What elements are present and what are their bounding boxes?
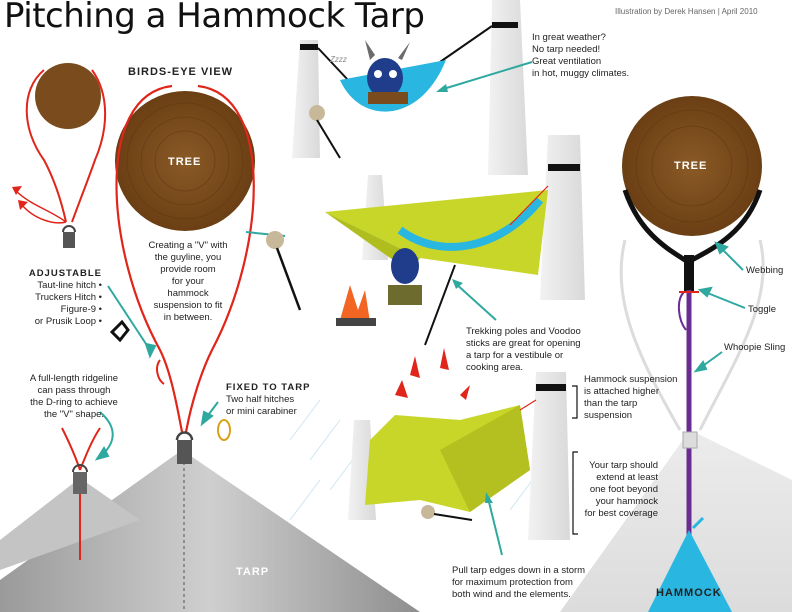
storm-note: Pull tarp edges down in a storm for maxi… <box>452 565 612 601</box>
suspension-line: suspension <box>584 410 633 421</box>
big-tree-top-view <box>115 84 255 433</box>
trekking-line: sticks are great for opening <box>466 338 581 349</box>
ridgeline-line: the D-ring to achieve <box>30 397 118 408</box>
ridgeline-detail <box>0 427 140 570</box>
v-note-line: the guyline, you <box>154 252 222 263</box>
adjustable-item: Taut-line hitch • <box>37 280 102 291</box>
adjustable-item: or Prusik Loop • <box>34 316 102 327</box>
illustration-credit: Illustration by Derek Hansen | April 201… <box>615 7 758 16</box>
v-note-line: suspension to fit <box>153 300 223 311</box>
adjustable-heading: ADJUSTABLE <box>28 268 102 279</box>
scene-storm <box>289 348 570 556</box>
v-note-line: for your <box>171 276 205 287</box>
v-note-line: provide room <box>160 264 216 275</box>
ridgeline-line: A full-length ridgeline <box>29 373 119 384</box>
weather-line: in hot, muggy climates. <box>532 68 630 79</box>
adjustable-item: Truckers Hitch • <box>35 292 102 303</box>
buckle-icon <box>109 319 130 343</box>
carabiner-icon <box>217 419 231 441</box>
storm-line: for maximum protection from <box>452 577 573 588</box>
webbing-label: Webbing <box>746 265 784 276</box>
fixed-to-tarp-note: FIXED TO TARP Two half hitches or mini c… <box>226 382 336 418</box>
extend-line: extend at least <box>596 472 658 483</box>
birds-eye-heading: BIRDS-EYE VIEW <box>128 66 234 78</box>
tree-label-side: TREE <box>674 160 708 172</box>
extend-line: one foot beyond <box>589 484 658 495</box>
scene-vestibule <box>266 135 585 346</box>
great-weather-note: In great weather? No tarp needed! Great … <box>532 32 652 80</box>
suspension-line: Hammock suspension <box>584 374 678 385</box>
adjustable-note: ADJUSTABLE Taut-line hitch • Truckers Hi… <box>4 268 102 328</box>
v-note-line: in between. <box>163 312 213 323</box>
v-note-line: Creating a "V" with <box>148 240 228 251</box>
fixed-item: or mini carabiner <box>226 406 297 417</box>
suspension-line: is attached higher <box>584 386 659 397</box>
weather-line: Great ventilation <box>532 56 602 67</box>
tarp-top-view <box>0 431 420 612</box>
hammock-label: HAMMOCK <box>656 587 722 599</box>
trekking-line: cooking area. <box>466 362 524 373</box>
scene-no-tarp <box>292 0 533 175</box>
fixed-heading: FIXED TO TARP <box>226 382 311 393</box>
tree-label-top: TREE <box>168 156 202 168</box>
extend-line: for best coverage <box>584 508 658 519</box>
toggle-label: Toggle <box>748 304 776 315</box>
extend-line: your hammock <box>595 496 658 507</box>
extend-line: Your tarp should <box>589 460 658 471</box>
tarp-label: TARP <box>236 566 270 578</box>
storm-line: Pull tarp edges down in a storm <box>452 565 586 576</box>
storm-line: both wind and the elements. <box>452 589 571 600</box>
small-tree-top-view <box>12 63 107 248</box>
ridgeline-line: the "V" shape. <box>43 409 105 420</box>
trekking-line: Trekking poles and Voodoo <box>466 326 581 337</box>
trekking-poles-note: Trekking poles and Voodoo sticks are gre… <box>466 326 606 374</box>
weather-line: In great weather? <box>532 32 606 43</box>
suspension-line: than the tarp <box>584 398 638 409</box>
suspension-note: Hammock suspension is attached higher th… <box>584 374 684 422</box>
adjustable-item: Figure-9 • <box>60 304 102 315</box>
ridgeline-line: can pass through <box>37 385 111 396</box>
weather-line: No tarp needed! <box>532 44 601 55</box>
v-note-line: hammock <box>167 288 209 299</box>
sleep-zzz: Zzzz <box>330 55 347 64</box>
v-guyline-note: Creating a "V" with the guyline, you pro… <box>140 240 236 324</box>
whoopie-sling-label: Whoopie Sling <box>724 342 786 353</box>
trekking-line: a tarp for a vestibule or <box>466 350 564 361</box>
ridgeline-note: A full-length ridgeline can pass through… <box>14 373 134 421</box>
side-view <box>560 96 792 612</box>
page-title: Pitching a Hammock Tarp <box>4 0 425 36</box>
fixed-item: Two half hitches <box>226 394 295 405</box>
extend-note: Your tarp should extend at least one foo… <box>566 460 658 520</box>
